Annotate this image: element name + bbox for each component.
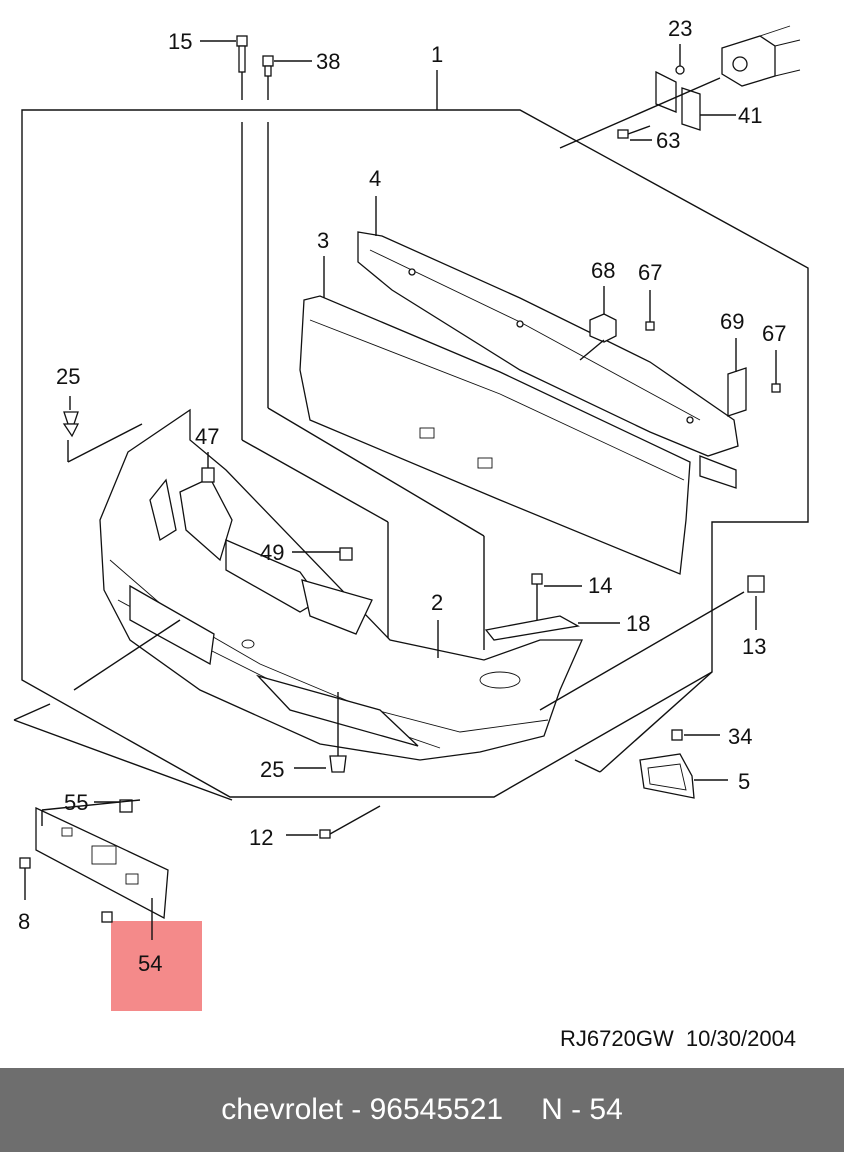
diagram-reference-code: RJ6720GW 10/30/2004: [560, 1026, 797, 1051]
callout-12: 12: [249, 825, 273, 850]
callout-34: 34: [728, 724, 752, 749]
callout-2: 2: [431, 590, 443, 615]
frame-rail: [721, 25, 801, 87]
callout-54: 54: [138, 951, 162, 976]
fog-lamp-bezel-5: [639, 753, 695, 799]
clip-47: [201, 467, 215, 483]
screw-14: [531, 573, 543, 620]
parts-diagram: 1 2 3 4 5 8 12 13 14 15 18 23 25 25 34 3…: [13, 16, 809, 1011]
callout-3: 3: [317, 228, 329, 253]
screw-67a: [645, 321, 655, 331]
callout-14: 14: [588, 573, 612, 598]
footer-bar: chevrolet - 96545521 N - 54: [0, 1068, 844, 1152]
callout-67-b: 67: [762, 321, 786, 346]
screw-34: [671, 729, 683, 741]
callout-49: 49: [260, 540, 284, 565]
clip-49: [339, 547, 353, 561]
callout-23: 23: [668, 16, 692, 41]
callout-55: 55: [64, 790, 88, 815]
footer-brand-part: chevrolet - 96545521: [221, 1093, 504, 1126]
screw-12: [319, 805, 381, 839]
callout-68: 68: [591, 258, 615, 283]
callout-1: 1: [431, 42, 443, 67]
bolt-63: [617, 125, 651, 139]
bolt-15: [236, 35, 248, 73]
callout-8: 8: [18, 909, 30, 934]
bracket-68: [579, 286, 617, 361]
impact-bar-4: [357, 231, 739, 457]
footer-position: N - 54: [541, 1093, 623, 1126]
callout-47: 47: [195, 424, 219, 449]
bolt-38: [262, 55, 274, 77]
screw-67b: [771, 383, 781, 393]
callout-25-upper: 25: [56, 364, 80, 389]
callout-13: 13: [742, 634, 766, 659]
license-bracket-54: [35, 806, 169, 920]
energy-absorber-3: [299, 295, 737, 575]
bracket-69: [727, 367, 747, 417]
callout-41: 41: [738, 103, 762, 128]
callout-5: 5: [738, 769, 750, 794]
clip-25-upper: [62, 411, 80, 438]
callout-38: 38: [316, 49, 340, 74]
highlight-box-54: [111, 921, 202, 1011]
callout-18: 18: [626, 611, 650, 636]
callout-67-a: 67: [638, 260, 662, 285]
clip-13: [747, 575, 765, 593]
screw-54: [101, 911, 113, 923]
bracket-41: [655, 65, 701, 131]
assembly-outline: [21, 109, 809, 798]
callout-25-lower: 25: [260, 757, 284, 782]
callout-63: 63: [656, 128, 680, 153]
clip-55: [119, 799, 133, 813]
callout-15: 15: [168, 29, 192, 54]
callout-4: 4: [369, 166, 381, 191]
callout-69: 69: [720, 309, 744, 334]
screw-8: [19, 857, 31, 900]
clip-25-lower: [329, 692, 347, 773]
bracket-18: [484, 615, 580, 641]
